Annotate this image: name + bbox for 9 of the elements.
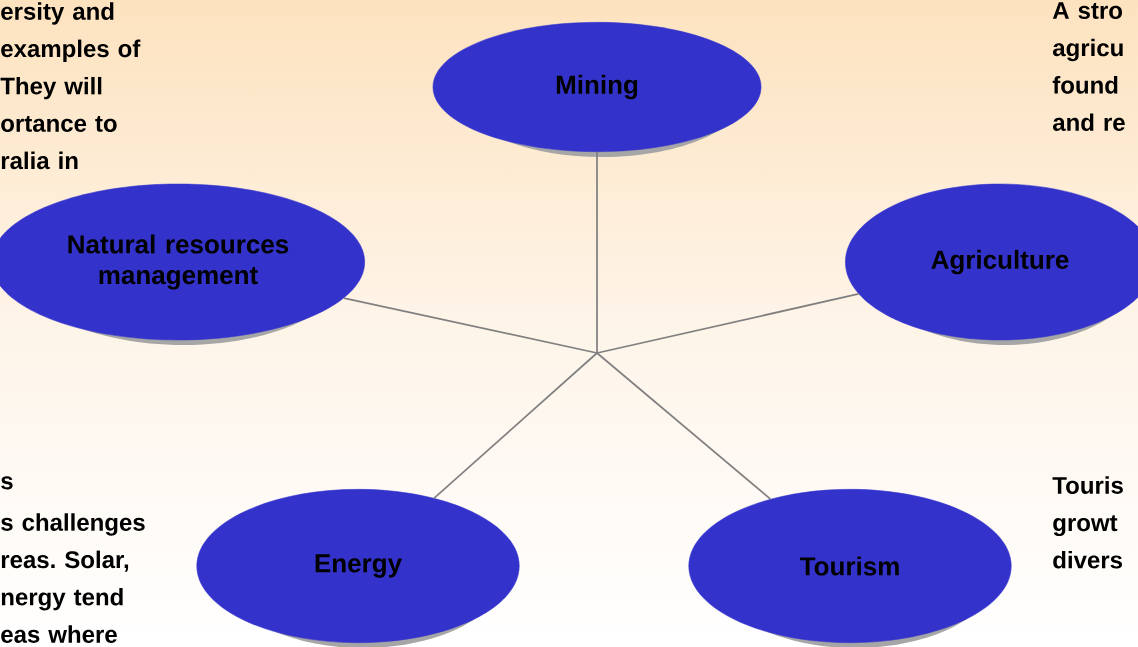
side-text: Touris growt divers [1052, 476, 1123, 569]
side-text: s challenges reas. Solar, nergy tend eas where [1, 513, 145, 643]
side-text: s [1, 476, 13, 490]
connector-line [596, 352, 772, 500]
side-text: A stro agricu found and re [1052, 2, 1125, 131]
connector-line [596, 151, 598, 354]
connector-line [596, 293, 860, 354]
connector-line [343, 297, 598, 354]
connector-line [433, 352, 598, 500]
